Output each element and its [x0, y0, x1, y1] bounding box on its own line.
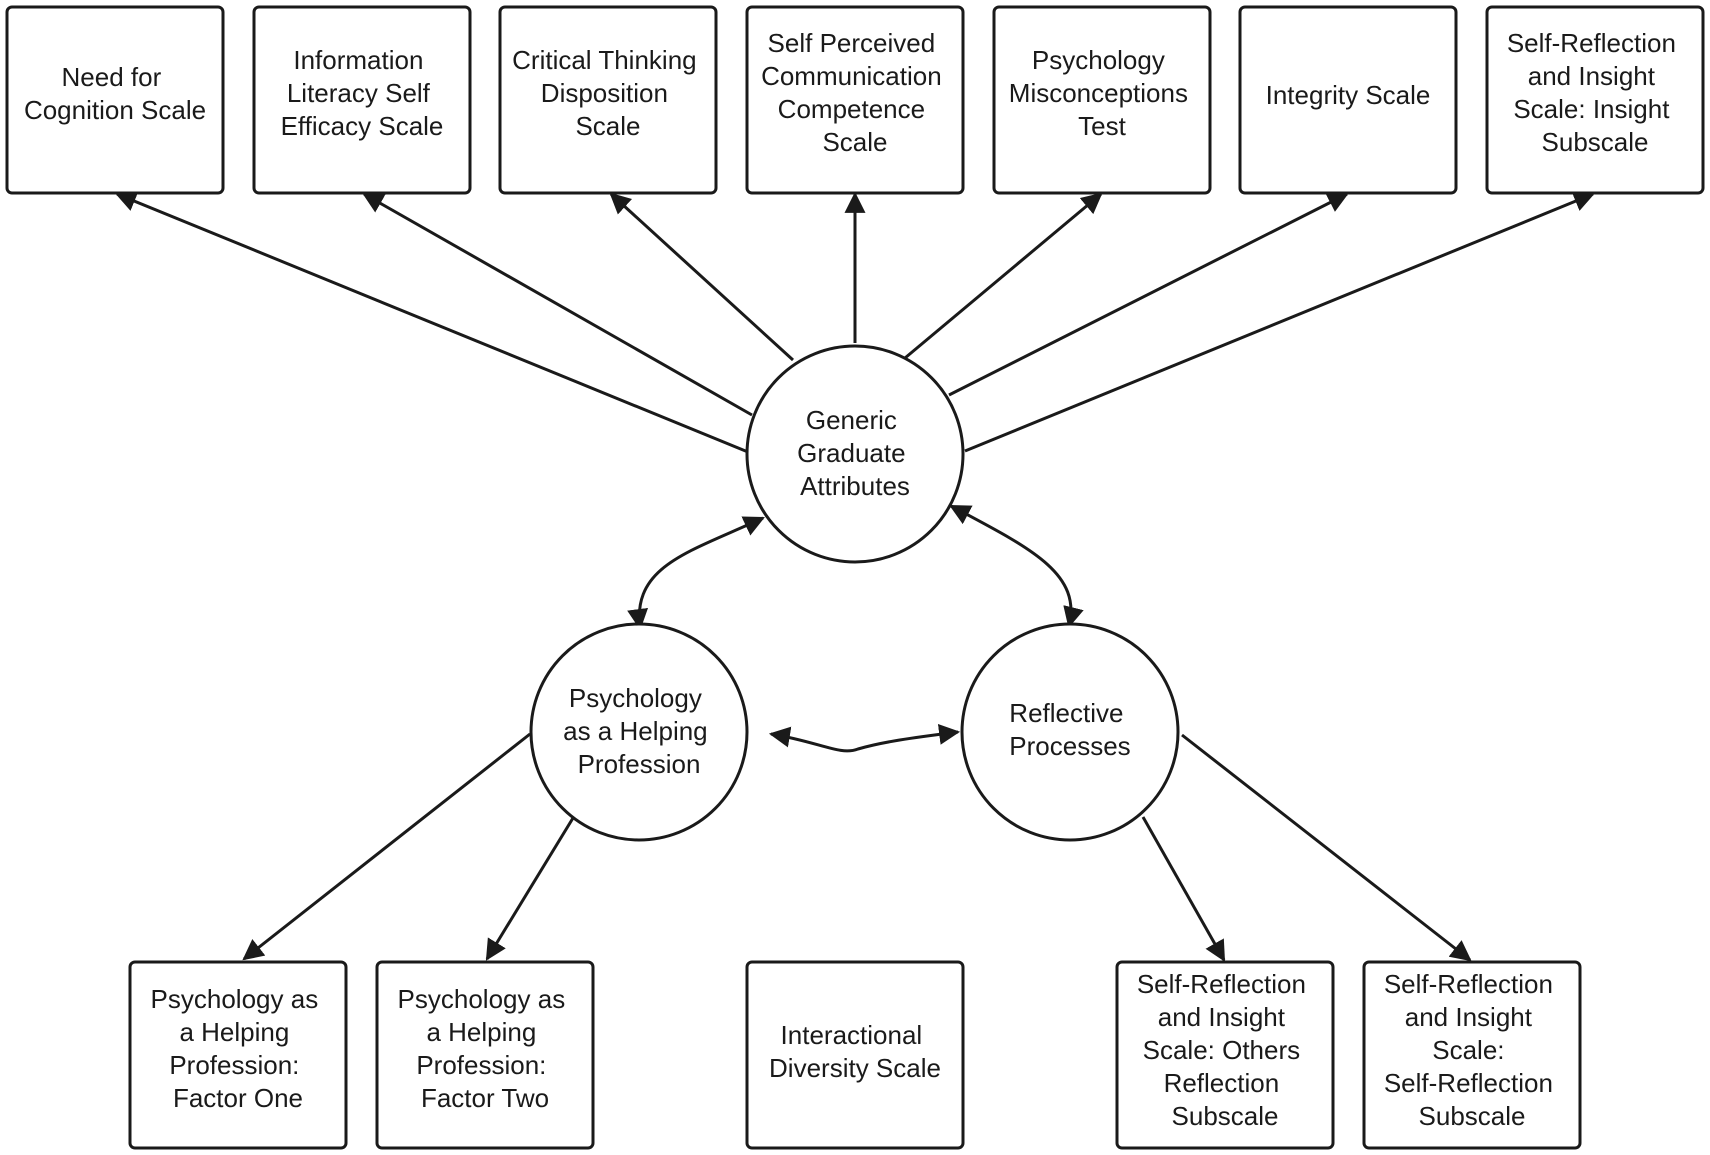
- information-literacy-line-2: Literacy Self: [287, 78, 431, 108]
- edge-helping-to-factor-one: [242, 732, 531, 961]
- edge-gga-to-need-for-cognition: [115, 191, 749, 454]
- critical-thinking-line-1: Critical Thinking: [512, 45, 696, 75]
- factor-two-line-2: a Helping: [426, 1017, 536, 1047]
- edge-gga-to-insight-subscale: [964, 191, 1595, 453]
- others-reflection-line-3: Scale: Others: [1143, 1035, 1301, 1065]
- factor-one-line-2: a Helping: [179, 1017, 289, 1047]
- gga-line-2: Graduate: [797, 438, 905, 468]
- factor-two-line-4: Factor Two: [421, 1083, 549, 1113]
- measure-insight-subscale: Self-Reflection and Insight Scale: Insig…: [1485, 5, 1705, 195]
- communication-competence-line-2: Communication: [761, 61, 942, 91]
- svg-text:Interactional Diversity: Interactional Diversity Scale: [769, 1020, 941, 1083]
- factor-psychology-helping-profession: Psychology as a Helping Profession: [529, 622, 749, 842]
- information-literacy-line-1: Information: [293, 45, 423, 75]
- interactional-diversity-line-1: Interactional: [781, 1020, 923, 1050]
- svg-text:Integrity Scale: Integrity Scale: [1266, 80, 1431, 110]
- reflective-line-2: Processes: [1009, 731, 1130, 761]
- helping-line-2: as a Helping: [563, 716, 708, 746]
- svg-text:Critical Thinking Dispos: Critical Thinking Disposition Scale: [512, 45, 704, 141]
- svg-text:Self-Reflection and Insi: Self-Reflection and Insight Scale: Insig…: [1507, 28, 1683, 157]
- edge-reflective-to-self-reflection-subscale: [1181, 733, 1472, 962]
- measure-critical-thinking: Critical Thinking Disposition Scale: [498, 5, 718, 195]
- measure-others-reflection: Self-Reflection and Insight Scale: Other…: [1115, 960, 1335, 1150]
- measure-self-reflection-subscale: Self-Reflection and Insight Scale: Self-…: [1362, 960, 1582, 1150]
- correlation-helping-reflective: [768, 723, 961, 753]
- measure-helping-factor-two: Psychology as a Helping Profession: Fact…: [375, 960, 595, 1150]
- others-reflection-line-1: Self-Reflection: [1137, 969, 1306, 999]
- edge-gga-to-psychology-misconceptions: [904, 192, 1103, 360]
- critical-thinking-line-3: Scale: [575, 111, 640, 141]
- interactional-diversity-line-2: Diversity Scale: [769, 1053, 941, 1083]
- svg-text:Information Literacy Sel: Information Literacy Self Efficacy Scale: [281, 45, 444, 141]
- critical-thinking-line-2: Disposition: [541, 78, 668, 108]
- need-for-cognition-line-1: Need for: [62, 62, 162, 92]
- svg-text:Generic Graduate A: Generic Graduate Attributes: [797, 405, 913, 501]
- others-reflection-line-4: Reflection: [1164, 1068, 1280, 1098]
- svg-text:Need for Cognition Scale: Need for Cognition Scale: [24, 62, 206, 125]
- need-for-cognition-line-2: Cognition Scale: [24, 95, 206, 125]
- edge-gga-to-information-literacy: [362, 192, 753, 417]
- correlation-gga-reflective: [949, 504, 1084, 629]
- self-reflection-subscale-line-2: and Insight: [1405, 1002, 1533, 1032]
- others-reflection-line-5: Subscale: [1172, 1101, 1279, 1131]
- insight-subscale-line-4: Subscale: [1542, 127, 1649, 157]
- svg-text:Psychology as a Helping: Psychology as a Helping Profession: [563, 683, 715, 779]
- communication-competence-line-3: Competence: [778, 94, 925, 124]
- measure-psychology-misconceptions: Psychology Misconceptions Test: [992, 5, 1212, 195]
- edge-gga-to-integrity: [948, 192, 1349, 397]
- psychology-misconceptions-line-1: Psychology: [1032, 45, 1165, 75]
- svg-text:Psychology as a Helping: Psychology as a Helping Profession: Fact…: [151, 984, 326, 1113]
- self-reflection-subscale-line-4: Self-Reflection: [1384, 1068, 1553, 1098]
- measure-interactional-diversity: Interactional Diversity Scale: [745, 960, 965, 1150]
- gga-line-1: Generic: [806, 405, 897, 435]
- communication-competence-line-4: Scale: [822, 127, 887, 157]
- edge-gga-to-critical-thinking: [609, 192, 795, 362]
- self-reflection-subscale-line-5: Subscale: [1419, 1101, 1526, 1131]
- measure-integrity: Integrity Scale: [1238, 5, 1458, 195]
- factor-one-line-3: Profession:: [169, 1050, 299, 1080]
- helping-line-1: Psychology: [569, 683, 702, 713]
- factor-one-line-1: Psychology as: [151, 984, 319, 1014]
- insight-subscale-line-3: Scale: Insight: [1513, 94, 1670, 124]
- svg-text:Psychology as a Helping: Psychology as a Helping Profession: Fact…: [398, 984, 573, 1113]
- reflective-line-1: Reflective: [1009, 698, 1123, 728]
- others-reflection-line-2: and Insight: [1158, 1002, 1286, 1032]
- insight-subscale-line-1: Self-Reflection: [1507, 28, 1676, 58]
- svg-text:Reflective Processes: Reflective Processes: [1009, 698, 1130, 761]
- information-literacy-line-3: Efficacy Scale: [281, 111, 444, 141]
- factor-one-line-4: Factor One: [173, 1083, 303, 1113]
- psychology-misconceptions-line-3: Test: [1078, 111, 1126, 141]
- edge-helping-to-factor-two: [485, 817, 575, 961]
- factor-two-line-1: Psychology as: [398, 984, 566, 1014]
- factor-reflective-processes: Reflective Processes: [960, 622, 1180, 842]
- integrity-line-1: Integrity Scale: [1266, 80, 1431, 110]
- factor-two-line-3: Profession:: [416, 1050, 546, 1080]
- communication-competence-line-1: Self Perceived: [768, 28, 936, 58]
- svg-text:Self-Reflection and Insi: Self-Reflection and Insight Scale: Self-…: [1384, 969, 1560, 1131]
- insight-subscale-line-2: and Insight: [1528, 61, 1656, 91]
- self-reflection-subscale-line-1: Self-Reflection: [1384, 969, 1553, 999]
- edge-reflective-to-others-reflection: [1141, 816, 1226, 962]
- helping-line-3: Profession: [578, 749, 701, 779]
- psychology-misconceptions-line-2: Misconceptions: [1009, 78, 1188, 108]
- svg-text:Psychology Misconception: Psychology Misconceptions Test: [1009, 45, 1195, 141]
- measure-information-literacy: Information Literacy Self Efficacy Scale: [252, 5, 472, 195]
- measure-helping-factor-one: Psychology as a Helping Profession: Fact…: [128, 960, 348, 1150]
- measure-need-for-cognition: Need for Cognition Scale: [5, 5, 225, 195]
- svg-text:Self-Reflection and Insi: Self-Reflection and Insight Scale: Other…: [1137, 969, 1313, 1131]
- self-reflection-subscale-line-3: Scale:: [1432, 1035, 1504, 1065]
- svg-text:Self Perceived Communica: Self Perceived Communication Competence …: [761, 28, 949, 157]
- factor-generic-graduate-attributes: Generic Graduate Attributes: [745, 344, 965, 564]
- measure-communication-competence: Self Perceived Communication Competence …: [745, 5, 965, 195]
- correlation-gga-helping: [627, 516, 765, 631]
- gga-line-3: Attributes: [800, 471, 910, 501]
